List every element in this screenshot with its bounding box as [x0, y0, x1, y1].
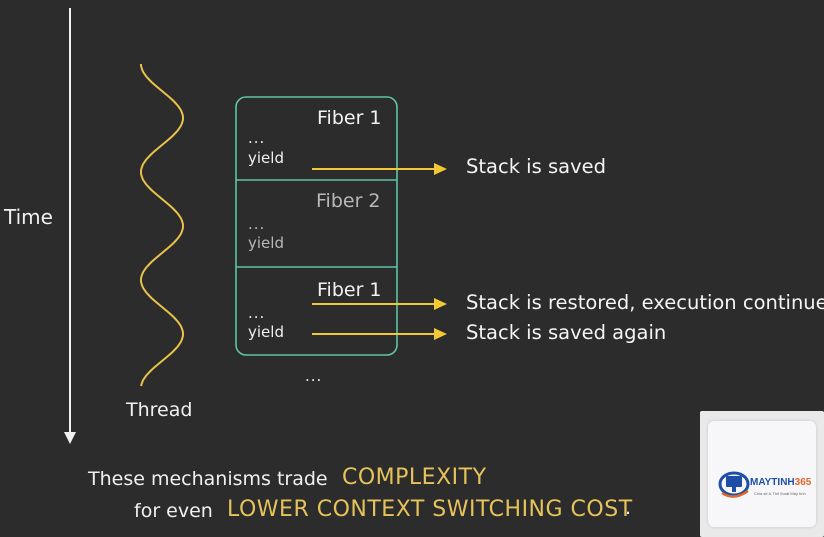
- result-saved-again: Stack is saved again: [466, 321, 667, 344]
- arrow-saved: [312, 163, 447, 175]
- arrow-restored: [312, 298, 447, 310]
- continuation-dots: ...: [305, 367, 323, 385]
- fiber-2-yield: yield: [248, 234, 284, 252]
- fiber-2-title: Fiber 2: [316, 190, 381, 212]
- watermark-card: MAYTINH365 Chia sẻ & Thủ thuật Máy tính: [708, 421, 816, 527]
- caption-line2-prefix: for even: [134, 500, 213, 522]
- thread-label: Thread: [126, 399, 193, 421]
- time-axis-arrowhead: [64, 432, 76, 444]
- watermark-logo: MAYTINH365 Chia sẻ & Thủ thuật Máy tính: [700, 411, 824, 537]
- thread-wave: [139, 63, 185, 387]
- arrow-saved-again: [312, 328, 447, 340]
- fiber-1-yield: yield: [248, 149, 284, 167]
- fiber-3-yield: yield: [248, 323, 284, 341]
- result-restored: Stack is restored, execution continues: [466, 291, 824, 314]
- watermark-brand-number: 365: [794, 477, 812, 488]
- result-saved: Stack is saved: [466, 155, 606, 178]
- caption-line2-highlight: LOWER CONTEXT SWITCHING COST: [227, 497, 633, 522]
- caption-line1-prefix: These mechanisms trade: [88, 468, 328, 490]
- time-label: Time: [4, 205, 53, 229]
- monitor-icon: [718, 471, 750, 498]
- fiber-1-title: Fiber 1: [317, 107, 382, 129]
- fiber-3-title: Fiber 1: [317, 279, 382, 301]
- caption-line1-highlight: COMPLEXITY: [342, 465, 487, 490]
- fiber-2-dots: ...: [248, 215, 266, 233]
- fiber-stack-box: [235, 96, 398, 356]
- caption-line2-suffix: .: [625, 497, 632, 519]
- watermark-tagline: Chia sẻ & Thủ thuật Máy tính: [754, 491, 806, 496]
- fiber-3-dots: ...: [248, 304, 266, 322]
- fiber-1-dots: ...: [248, 129, 266, 147]
- watermark-brand: MAYTINH: [750, 477, 795, 488]
